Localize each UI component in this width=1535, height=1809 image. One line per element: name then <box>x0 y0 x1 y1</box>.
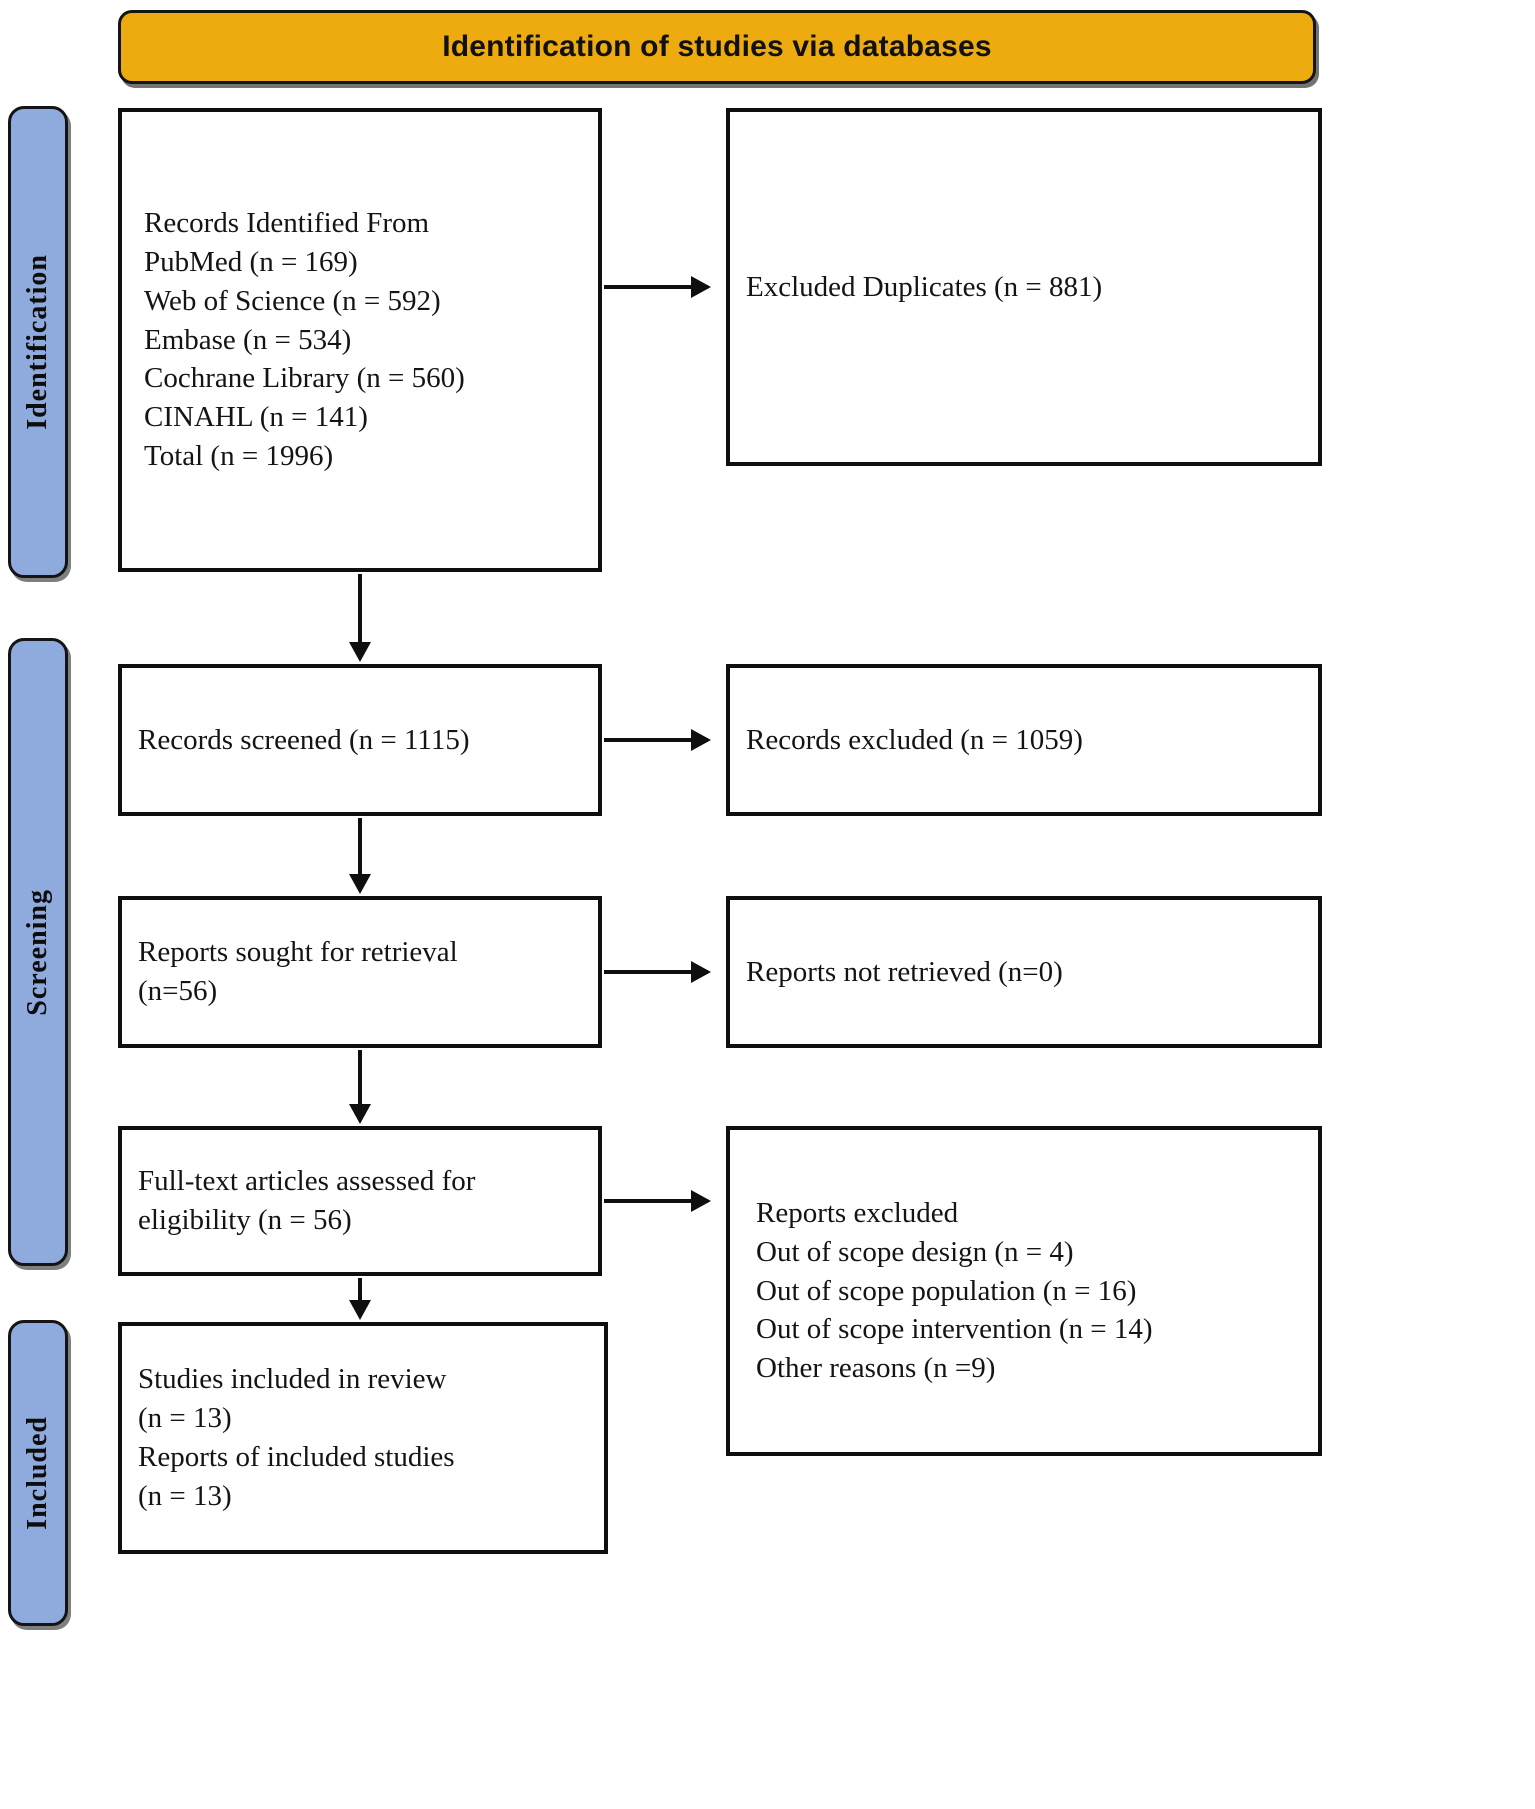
box-studies-included-content: Studies included in review (n = 13) Repo… <box>122 1360 604 1515</box>
arrow-sought-to-fulltext <box>349 1050 371 1124</box>
banner-title: Identification of studies via databases <box>442 30 992 63</box>
box-records-excluded-content: Records excluded (n = 1059) <box>730 721 1318 760</box>
phase-label-identification: Identification <box>8 106 68 578</box>
box-excluded-duplicates-content: Excluded Duplicates (n = 881) <box>730 268 1318 307</box>
arrow-fulltext-to-reports-excluded <box>604 1190 711 1212</box>
box-records-identified-content: Records Identified From PubMed (n = 169)… <box>122 204 598 476</box>
reports-excluded-line-2: Out of scope design (n = 4) <box>756 1235 1074 1268</box>
arrow-sought-to-not-retrieved <box>604 961 711 983</box>
arrow-screened-to-records-excluded <box>604 729 711 751</box>
records-screened-line-1: Records screened (n = 1115) <box>138 723 470 756</box>
fulltext-assessed-line-1: Full-text articles assessed for <box>138 1165 476 1198</box>
records-identified-line-6: CINAHL (n = 141) <box>144 401 368 434</box>
reports-sought-line-1: Reports sought for retrieval <box>138 936 458 969</box>
phase-label-screening-text: Screening <box>22 888 53 1016</box>
box-reports-excluded-content: Reports excluded Out of scope design (n … <box>730 1194 1318 1388</box>
records-identified-line-5: Cochrane Library (n = 560) <box>144 362 465 395</box>
reports-not-retrieved-line-1: Reports not retrieved (n=0) <box>746 955 1063 988</box>
box-fulltext-assessed: Full-text articles assessed for eligibil… <box>118 1126 602 1276</box>
studies-included-line-2: (n = 13) <box>138 1402 232 1435</box>
reports-excluded-line-1: Reports excluded <box>756 1196 959 1229</box>
fulltext-assessed-line-2: eligibility (n = 56) <box>138 1204 352 1236</box>
reports-excluded-line-3: Out of scope population (n = 16) <box>756 1274 1137 1307</box>
box-excluded-duplicates: Excluded Duplicates (n = 881) <box>726 108 1322 466</box>
diagram-header-banner: Identification of studies via databases <box>118 10 1316 84</box>
box-records-screened-content: Records screened (n = 1115) <box>122 721 598 760</box>
records-identified-line-3: Web of Science (n = 592) <box>144 284 441 317</box>
phase-label-identification-text: Identification <box>22 254 53 430</box>
excluded-duplicates-line-1: Excluded Duplicates (n = 881) <box>746 270 1103 303</box>
box-reports-sought-content: Reports sought for retrieval (n=56) <box>122 933 598 1011</box>
box-reports-sought: Reports sought for retrieval (n=56) <box>118 896 602 1048</box>
arrow-identified-to-screened <box>349 574 371 662</box>
records-identified-line-7: Total (n = 1996) <box>144 440 334 473</box>
studies-included-line-4: (n = 13) <box>138 1479 232 1512</box>
arrow-identified-to-duplicates <box>604 276 711 298</box>
arrow-fulltext-to-included <box>349 1278 371 1320</box>
phase-label-included: Included <box>8 1320 68 1626</box>
reports-sought-line-2: (n=56) <box>138 975 218 1007</box>
box-records-screened: Records screened (n = 1115) <box>118 664 602 816</box>
phase-label-included-text: Included <box>22 1416 53 1530</box>
records-excluded-line-1: Records excluded (n = 1059) <box>746 723 1083 756</box>
box-fulltext-assessed-content: Full-text articles assessed for eligibil… <box>122 1162 598 1240</box>
studies-included-line-1: Studies included in review <box>138 1363 447 1396</box>
arrow-screened-to-sought <box>349 818 371 894</box>
records-identified-line-2: PubMed (n = 169) <box>144 245 358 278</box>
box-reports-not-retrieved: Reports not retrieved (n=0) <box>726 896 1322 1048</box>
studies-included-line-3: Reports of included studies <box>138 1441 455 1473</box>
box-reports-excluded: Reports excluded Out of scope design (n … <box>726 1126 1322 1456</box>
phase-label-screening: Screening <box>8 638 68 1266</box>
records-identified-line-1: Records Identified From <box>144 206 430 239</box>
box-reports-not-retrieved-content: Reports not retrieved (n=0) <box>730 953 1318 992</box>
box-studies-included: Studies included in review (n = 13) Repo… <box>118 1322 608 1554</box>
records-identified-line-4: Embase (n = 534) <box>144 323 352 356</box>
reports-excluded-line-4: Out of scope intervention (n = 14) <box>756 1313 1153 1346</box>
reports-excluded-line-5: Other reasons (n =9) <box>756 1352 996 1385</box>
box-records-identified: Records Identified From PubMed (n = 169)… <box>118 108 602 572</box>
box-records-excluded: Records excluded (n = 1059) <box>726 664 1322 816</box>
